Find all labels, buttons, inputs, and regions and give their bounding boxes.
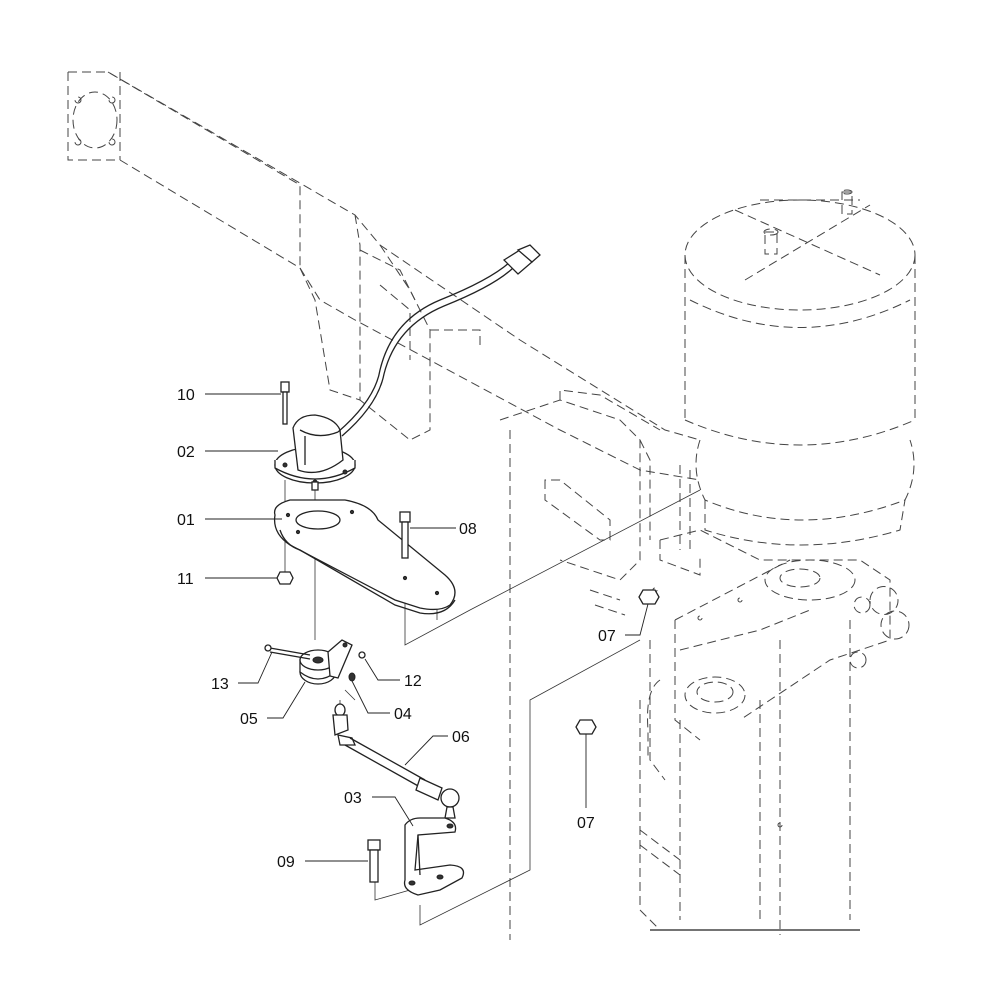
phantom-chassis-frame <box>67 71 701 940</box>
part-02-height-sensor <box>274 414 356 491</box>
callout-03: 03 <box>344 790 362 807</box>
callout-01: 01 <box>177 512 195 529</box>
leader-lines <box>205 393 649 862</box>
part-04-washer <box>348 672 356 682</box>
callout-12: 12 <box>404 673 422 690</box>
part-07-nut-lower <box>575 719 597 735</box>
callout-labels: 10 02 01 11 08 13 12 05 04 06 03 09 07 0… <box>177 387 616 871</box>
callout-13: 13 <box>211 676 229 693</box>
callout-08: 08 <box>459 521 477 538</box>
part-07-nut-upper <box>638 589 660 605</box>
callout-07-lower: 07 <box>577 815 595 832</box>
part-09-bolt <box>367 839 381 883</box>
sensor-cable <box>337 244 541 437</box>
part-01-mounting-plate <box>273 499 456 615</box>
part-08-bolt <box>399 511 411 559</box>
callout-09: 09 <box>277 854 295 871</box>
part-05-lever-clamp <box>299 639 353 685</box>
callout-06: 06 <box>452 729 470 746</box>
part-12-nut <box>358 651 366 659</box>
part-03-lower-bracket <box>403 817 465 896</box>
part-06-linkage-rod <box>332 703 460 819</box>
phantom-air-spring <box>684 189 916 546</box>
part-11-nut <box>276 571 294 585</box>
callout-10: 10 <box>177 387 195 404</box>
callout-05: 05 <box>240 711 258 728</box>
part-10-bolt <box>280 381 290 425</box>
callout-11: 11 <box>177 571 194 588</box>
callout-07-upper: 07 <box>598 628 616 645</box>
callout-02: 02 <box>177 444 195 461</box>
callout-04: 04 <box>394 706 412 723</box>
part-13-screw <box>264 644 311 660</box>
phantom-axle-mount <box>639 529 910 935</box>
